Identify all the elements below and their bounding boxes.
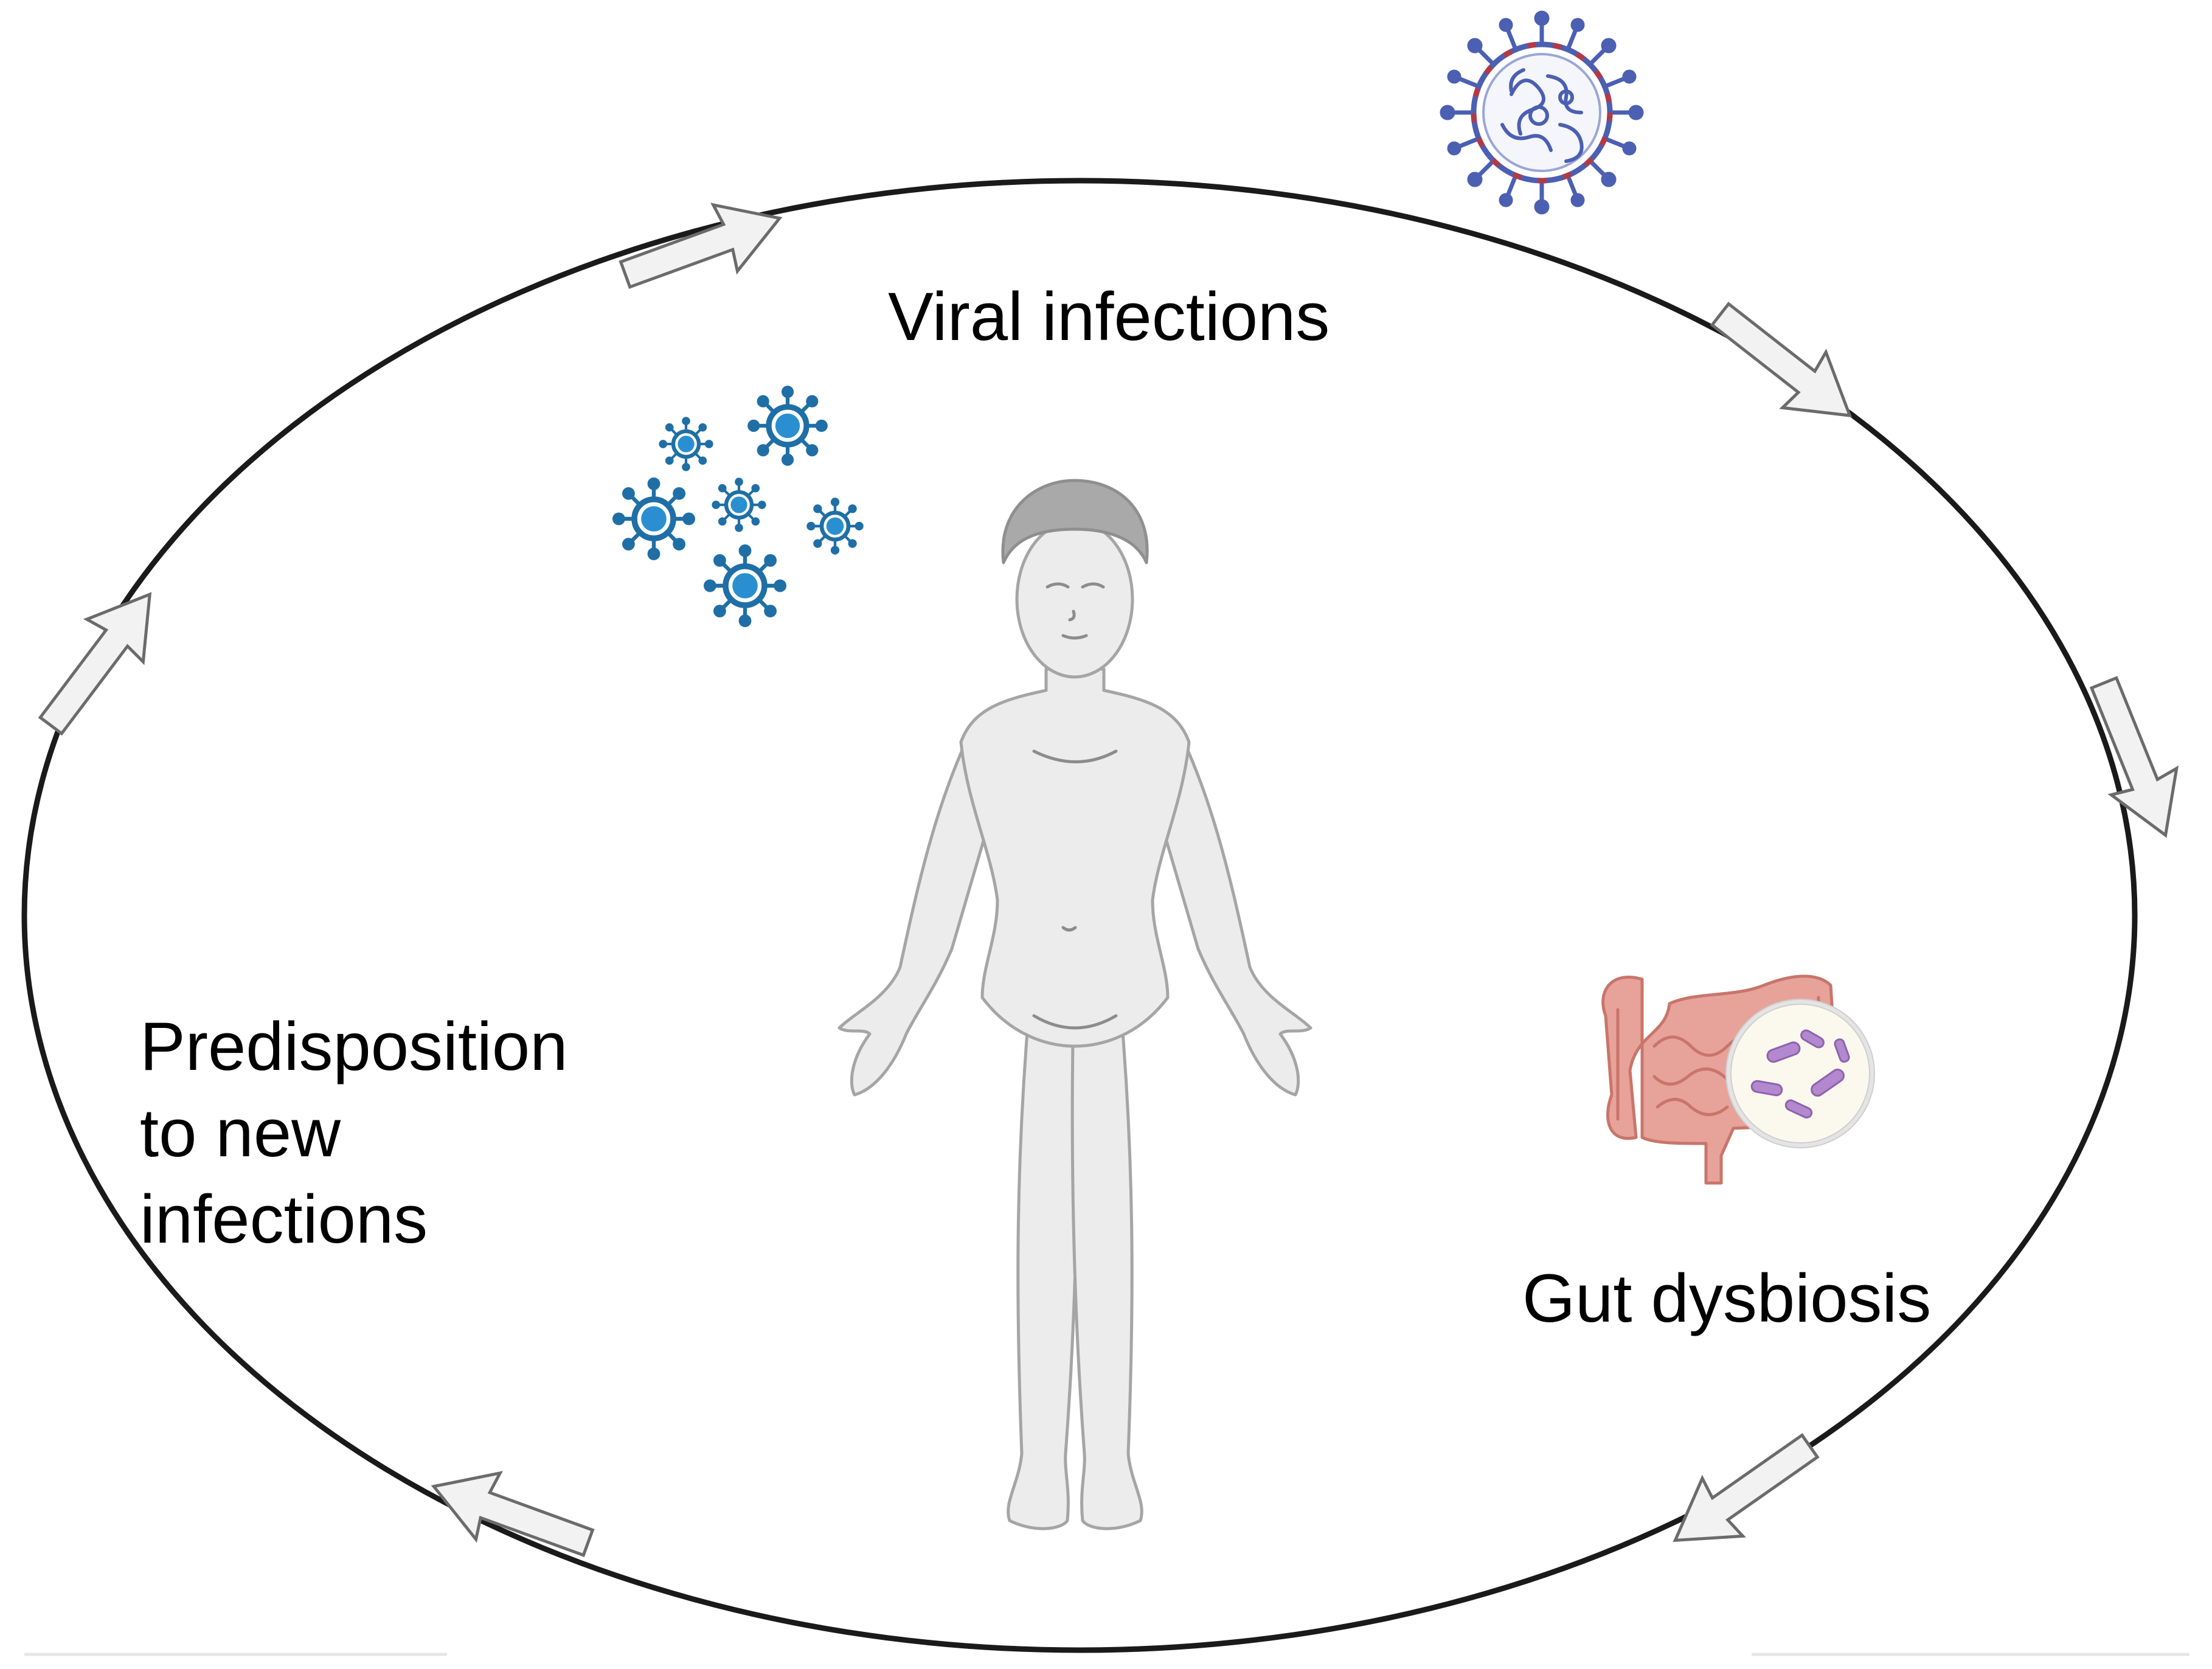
cycle-arrow-bottom-right — [1655, 1417, 1830, 1569]
cycle-arrow-right — [2072, 670, 2199, 848]
child-face — [1032, 582, 1118, 1030]
virus-cluster-icon — [614, 387, 862, 625]
label-predisposition-line-2: to new — [140, 1095, 341, 1171]
label-gut-dysbiosis: Gut dysbiosis — [1522, 1260, 1932, 1336]
label-viral-infections: Viral infections — [888, 279, 1330, 355]
label-predisposition-line-1: Predisposition — [140, 1008, 568, 1084]
cycle-ellipse — [21, 178, 2138, 1653]
cycle-arrow-top-right — [1699, 286, 1871, 443]
label-predisposition: Predisposition to new infections — [140, 1004, 568, 1263]
child-figure-icon — [837, 479, 1312, 1530]
label-predisposition-line-3: infections — [140, 1181, 428, 1257]
virus-icon — [1440, 10, 1644, 215]
bacteria-magnifier-icon — [1725, 999, 1875, 1148]
cycle-arrow-left — [23, 573, 178, 746]
